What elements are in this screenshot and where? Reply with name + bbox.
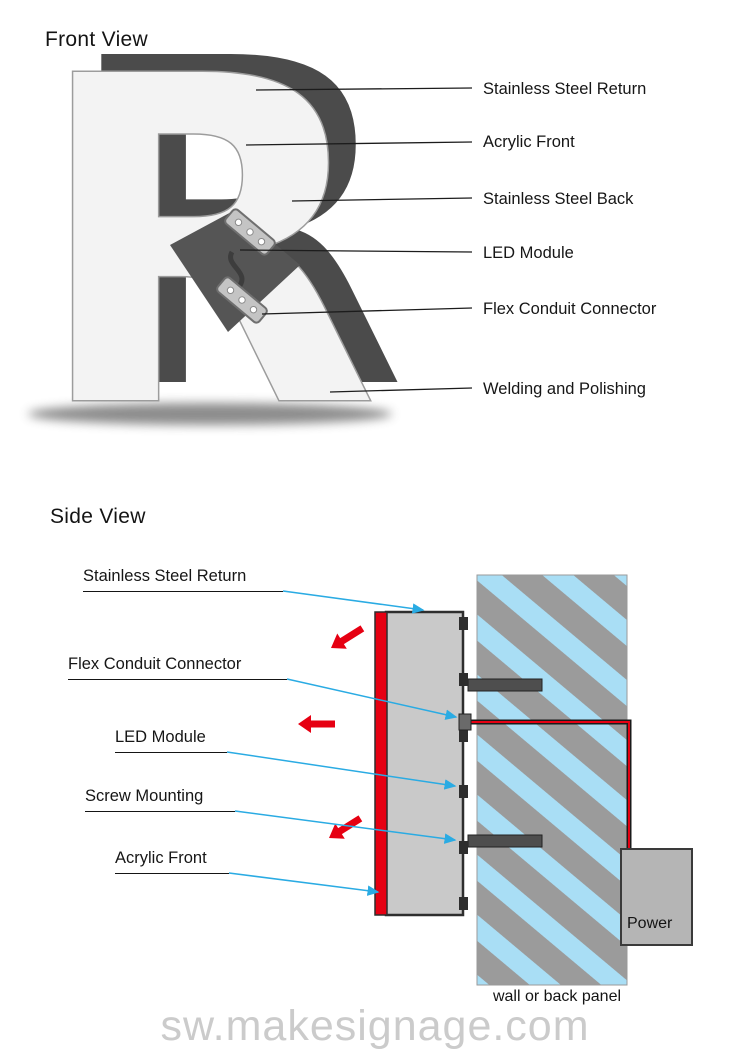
front-view-illustration: R R [28, 0, 473, 509]
side-label-screw-mounting: Screw Mounting [85, 787, 235, 812]
front-label-flex-conduit: Flex Conduit Connector [483, 300, 657, 318]
callout-line-side-led [226, 751, 457, 790]
side-view-illustration [226, 574, 693, 986]
power-box-label: Power [627, 915, 673, 932]
power-wire [466, 721, 630, 852]
wall-panel [476, 574, 628, 986]
front-label-acrylic-front: Acrylic Front [483, 133, 575, 151]
front-label-led-module: LED Module [483, 244, 574, 262]
light-direction-arrows [298, 625, 365, 839]
power-supply-box [620, 848, 693, 946]
wall-panel-label: wall or back panel [492, 988, 622, 1005]
screw-bottom [467, 834, 543, 848]
callout-line-acrylic-front [245, 141, 473, 146]
callout-line-side-screw [234, 810, 457, 844]
callout-line-side-acrylic [228, 872, 380, 896]
front-callout-lines [239, 87, 473, 393]
letter-body-section [384, 610, 465, 917]
conduit-connector [458, 713, 472, 731]
screw-top [467, 678, 543, 692]
red-arrow-bottom [329, 815, 363, 839]
callout-line-flex-conduit [261, 307, 473, 315]
letter-shadow [28, 403, 392, 425]
callout-line-stainless-back [291, 197, 473, 202]
red-arrow-middle [298, 715, 335, 733]
front-label-stainless-return: Stainless Steel Return [483, 80, 647, 98]
callout-line-side-conduit [286, 678, 458, 720]
side-label-stainless-return: Stainless Steel Return [83, 567, 283, 592]
front-label-stainless-back: Stainless Steel Back [483, 190, 634, 208]
side-view-title: Side View [50, 505, 146, 528]
front-label-welding: Welding and Polishing [483, 380, 646, 398]
callout-line-stainless-return [255, 87, 473, 91]
callout-line-welding [329, 387, 473, 393]
callout-line-led-module [239, 249, 473, 253]
acrylic-front-section [374, 611, 388, 916]
side-label-flex-conduit: Flex Conduit Connector [68, 655, 287, 680]
led-module-front-1 [224, 208, 276, 256]
led-module-tabs [459, 617, 468, 910]
led-module-front-2 [216, 276, 268, 324]
red-arrow-top [331, 625, 365, 649]
watermark-text: sw.makesignage.com [160, 1002, 590, 1050]
mounting-screws [467, 678, 543, 848]
led-cable [228, 250, 245, 290]
side-label-acrylic-front: Acrylic Front [115, 849, 229, 874]
front-view-title: Front View [45, 28, 148, 51]
side-callout-lines [226, 590, 458, 896]
callout-line-side-return [282, 590, 425, 614]
side-label-led-module: LED Module [115, 728, 227, 753]
